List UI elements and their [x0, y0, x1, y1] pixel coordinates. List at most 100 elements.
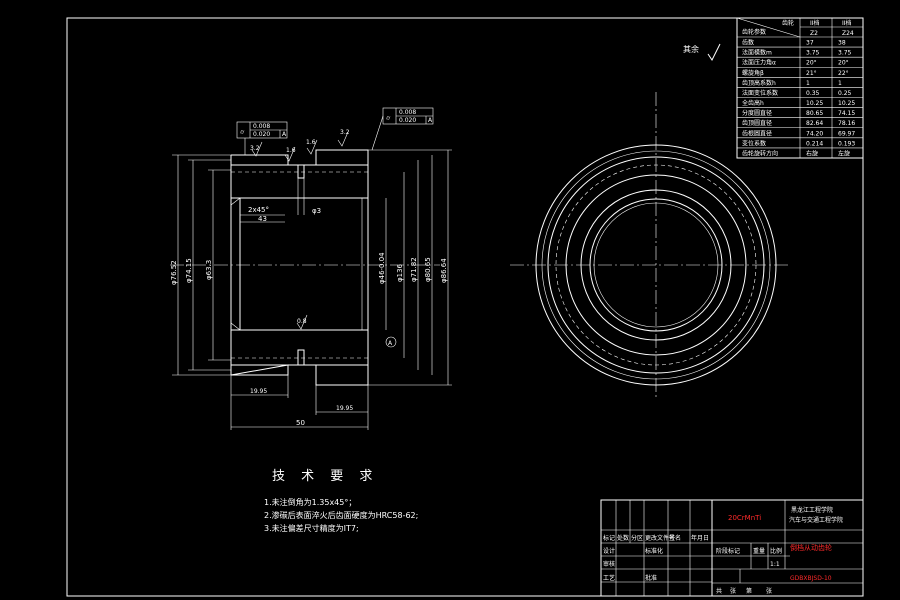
- tech-req-item-2: 2.渗碳后表面淬火后齿面硬度为HRC58-62;: [264, 510, 418, 520]
- general-roughness-note: 其余: [683, 43, 721, 61]
- param-row-4-a: 1: [806, 80, 810, 87]
- dim-d71: φ71.82: [410, 257, 418, 282]
- dim-d76: φ76.52: [170, 260, 178, 285]
- dim-19-95-right: 19.95: [336, 405, 353, 412]
- end-view: [510, 92, 790, 400]
- param-row-5-a: 0.35: [806, 90, 820, 97]
- svg-text:3.2: 3.2: [340, 129, 350, 136]
- param-row-0-label: 齿数: [742, 39, 754, 47]
- svg-text:标准化: 标准化: [645, 547, 663, 555]
- dim-chamfer: 2x45°: [248, 206, 269, 214]
- tol-left-datum: A: [282, 131, 287, 138]
- param-row-3-a: 21°: [806, 70, 817, 77]
- title-school2: 汽车与交通工程学院: [789, 516, 843, 524]
- dim-d136: φ136: [396, 263, 404, 282]
- tolerance-frame-left: ⌭ 0.008 0.020 A: [236, 121, 288, 155]
- svg-text:张: 张: [766, 587, 772, 595]
- tol-right-runout: 0.020: [399, 117, 416, 124]
- svg-text:设计: 设计: [603, 547, 615, 555]
- svg-text:张: 张: [730, 587, 736, 595]
- sheet-border: [66, 17, 864, 597]
- tech-req-title: 技 术 要 求: [272, 469, 378, 484]
- svg-text:更改文件号: 更改文件号: [645, 534, 675, 542]
- dim-50: 50: [296, 419, 305, 427]
- svg-text:⌭: ⌭: [386, 115, 391, 122]
- param-row-8-label: 齿顶圆直径: [742, 119, 772, 127]
- svg-text:比例: 比例: [770, 547, 782, 555]
- svg-text:共: 共: [716, 587, 722, 595]
- param-sub-col2: Z24: [842, 30, 854, 37]
- param-row-7-b: 74.15: [838, 110, 855, 117]
- svg-text:第: 第: [746, 587, 752, 595]
- technical-requirements: 技 术 要 求 1.未注倒角为1.35x45°； 2.渗碳后表面淬火后齿面硬度为…: [264, 469, 418, 533]
- datum-a-label: A: [388, 340, 393, 347]
- svg-text:签名: 签名: [669, 534, 681, 542]
- param-row-9-a: 74.20: [806, 130, 823, 137]
- roughness-remaining-label: 其余: [683, 44, 699, 54]
- param-row-10-a: 0.214: [806, 140, 823, 147]
- param-row-1-b: 3.75: [838, 50, 852, 57]
- param-row-11-a: 右旋: [806, 149, 818, 157]
- tech-req-item-3: 3.未注偏差尺寸精度为IT7;: [264, 523, 359, 533]
- svg-text:工艺: 工艺: [603, 574, 615, 582]
- dim-d86: φ86.64: [440, 258, 448, 283]
- param-header-param: 齿轮参数: [742, 28, 766, 36]
- title-block: 20CrMnTi 黑龙江工程学院 汽车与交通工程学院 倒档从动齿轮 GDBXBJ…: [600, 499, 864, 597]
- dim-d74: φ74.15: [185, 258, 193, 283]
- param-sub-col1: Z2: [810, 30, 818, 37]
- param-row-1-label: 法面模数m: [742, 49, 772, 57]
- param-row-2-a: 20°: [806, 60, 817, 67]
- svg-text:年月日: 年月日: [691, 534, 709, 542]
- dim-19-95-left: 19.95: [250, 388, 267, 395]
- param-row-8-b: 78.16: [838, 120, 855, 127]
- title-drawing-no: GDBXBJSD-10: [790, 575, 832, 582]
- title-material: 20CrMnTi: [728, 514, 761, 522]
- roughness-marks: 3.2 1.6 1.6 3.2 0.8: [250, 129, 350, 330]
- param-row-7-label: 分度圆直径: [742, 109, 772, 117]
- roughness-check-icon: [707, 43, 721, 61]
- svg-text:分区: 分区: [631, 534, 643, 542]
- svg-text:批准: 批准: [645, 574, 657, 582]
- param-header-col2: II档: [842, 19, 852, 27]
- param-row-11-b: 左旋: [838, 149, 850, 157]
- tolerance-frame-right: ⌭ 0.008 0.020 A: [371, 107, 434, 151]
- param-row-0-b: 38: [838, 40, 846, 47]
- param-row-3-label: 螺旋角β: [742, 69, 764, 77]
- param-row-6-a: 10.25: [806, 100, 823, 107]
- svg-text:0.8: 0.8: [297, 318, 307, 325]
- param-row-10-label: 变位系数: [742, 139, 766, 147]
- svg-text:1.6: 1.6: [286, 147, 296, 154]
- section-view: φ76.52 φ74.15 φ63.3 φ46-0.04 φ136 φ71.82…: [170, 107, 452, 430]
- param-row-3-b: 22°: [838, 70, 849, 77]
- lower-section-hatch: [230, 329, 369, 366]
- param-row-9-label: 齿根圆直径: [742, 129, 772, 137]
- svg-text:⌭: ⌭: [240, 129, 245, 136]
- svg-text:重量: 重量: [753, 547, 765, 555]
- svg-text:标记: 标记: [603, 534, 615, 542]
- param-row-1-a: 3.75: [806, 50, 820, 57]
- dim-bore: φ46-0.04: [378, 252, 386, 284]
- title-school: 黑龙江工程学院: [791, 506, 833, 514]
- svg-text:3.2: 3.2: [250, 145, 260, 152]
- svg-text:1.6: 1.6: [306, 139, 316, 146]
- dim-43: 43: [258, 215, 267, 223]
- param-row-11-label: 齿轮旋转方向: [742, 149, 778, 157]
- dim-d63: φ63.3: [205, 260, 213, 280]
- tol-left-runout: 0.020: [253, 131, 270, 138]
- param-row-4-b: 1: [838, 80, 842, 87]
- param-row-8-a: 82.64: [806, 120, 823, 127]
- upper-section-hatch: [230, 164, 369, 199]
- param-row-10-b: 0.193: [838, 140, 855, 147]
- svg-text:阶段标记: 阶段标记: [716, 547, 740, 555]
- param-header-gear: 齿轮: [782, 19, 794, 27]
- param-row-2-b: 20°: [838, 60, 849, 67]
- tol-right-datum: A: [428, 117, 433, 124]
- datum-a-symbol: [385, 336, 397, 348]
- dim-phi3: φ3: [312, 207, 321, 215]
- param-row-6-label: 全齿高h: [742, 99, 764, 107]
- param-header-col1: II档: [810, 19, 820, 27]
- param-row-0-a: 37: [806, 40, 814, 47]
- param-row-5-label: 法面变位系数: [742, 89, 778, 97]
